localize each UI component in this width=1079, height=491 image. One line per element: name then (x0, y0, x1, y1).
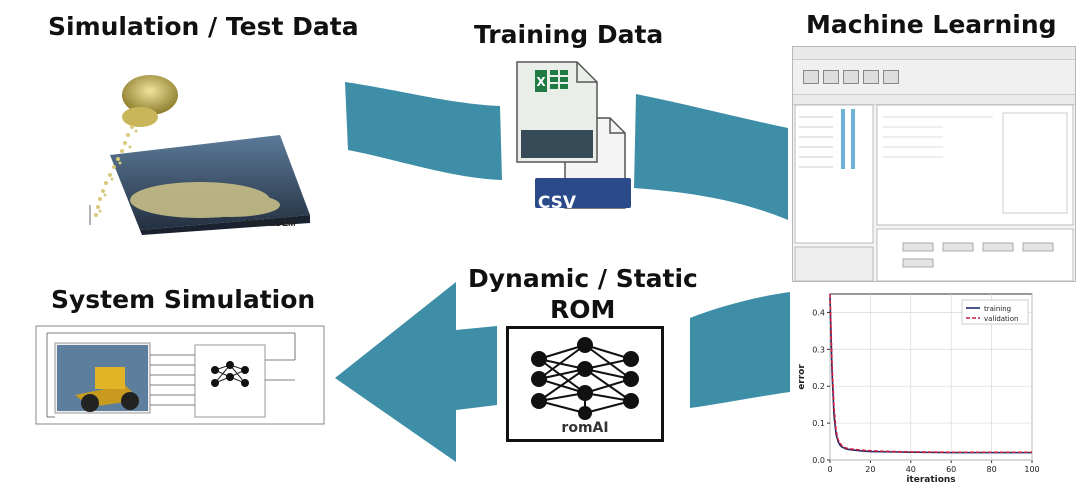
neural-network-icon (531, 337, 639, 420)
edem-brand: Altair EDEM (244, 218, 296, 228)
x-axis-label: iterations (906, 475, 955, 484)
x-tick-label: 80 (987, 465, 997, 474)
simulation-title: Simulation / Test Data (48, 12, 359, 41)
x-tick-label: 100 (1024, 465, 1039, 474)
ml-app-window (792, 46, 1076, 282)
stop-icon[interactable] (883, 70, 899, 84)
x-tick-label: 60 (946, 465, 956, 474)
ml-content (794, 104, 1074, 281)
open-icon[interactable] (803, 70, 819, 84)
y-tick-label: 0.2 (812, 382, 825, 391)
settings-icon[interactable] (843, 70, 859, 84)
arrow-ml-to-rom (690, 292, 790, 408)
error-chart-svg: 0 20 40 60 80 100 0.0 0.1 0.2 0.3 0.4 iterations err… (797, 293, 1040, 485)
neural-net-mini (211, 361, 249, 387)
rom-title-line2: ROM (550, 295, 616, 324)
y-tick-label: 0.1 (812, 419, 825, 428)
x-tick-label: 20 (865, 465, 875, 474)
simulation-panel: Altair EDEM (70, 55, 310, 235)
csv-label: CSV (537, 193, 577, 213)
simulation-image (70, 55, 310, 235)
arrow-training-to-ml (634, 94, 788, 220)
legend-label-training: training (984, 305, 1011, 313)
y-tick-label: 0.0 (812, 456, 825, 465)
ml-toolbar (793, 60, 1075, 95)
rom-panel: romAI (506, 326, 664, 442)
particle-pile (130, 182, 280, 218)
x-tick-label: 0 (827, 465, 832, 474)
csv-badge (521, 130, 593, 158)
x-tick-label: 40 (906, 465, 916, 474)
machine-learning-title: Machine Learning (806, 10, 1057, 39)
system-block-diagram (35, 325, 325, 425)
legend-label-validation: validation (984, 315, 1018, 323)
import-icon[interactable] (823, 70, 839, 84)
ml-titlebar (793, 47, 1075, 60)
arrow-sim-to-training (345, 82, 502, 180)
system-simulation-panel (35, 325, 325, 425)
legend-box (961, 299, 1029, 325)
mat-label: .mat (566, 245, 600, 261)
file-icons: X (516, 61, 631, 209)
arrow-rom-to-system (335, 282, 497, 462)
training-data-title: Training Data (474, 20, 664, 49)
svg-text:X: X (536, 75, 546, 89)
play-icon[interactable] (863, 70, 879, 84)
particle-stream (94, 125, 138, 217)
mat-badge (535, 178, 631, 208)
y-axis-label: error (797, 364, 807, 390)
rom-title-line1: Dynamic / Static (468, 264, 698, 293)
excel-x-icon (535, 70, 547, 92)
training-files: X CSV .mat (515, 60, 635, 261)
error-plot: 0 20 40 60 80 100 0.0 0.1 0.2 0.3 0.4 iterations err… (792, 288, 1040, 485)
y-tick-label: 0.4 (812, 308, 825, 317)
y-tick-label: 0.3 (812, 345, 825, 354)
system-simulation-title: System Simulation (51, 285, 316, 314)
series-line-validation (829, 293, 1032, 454)
romai-label: romAI (561, 420, 609, 436)
